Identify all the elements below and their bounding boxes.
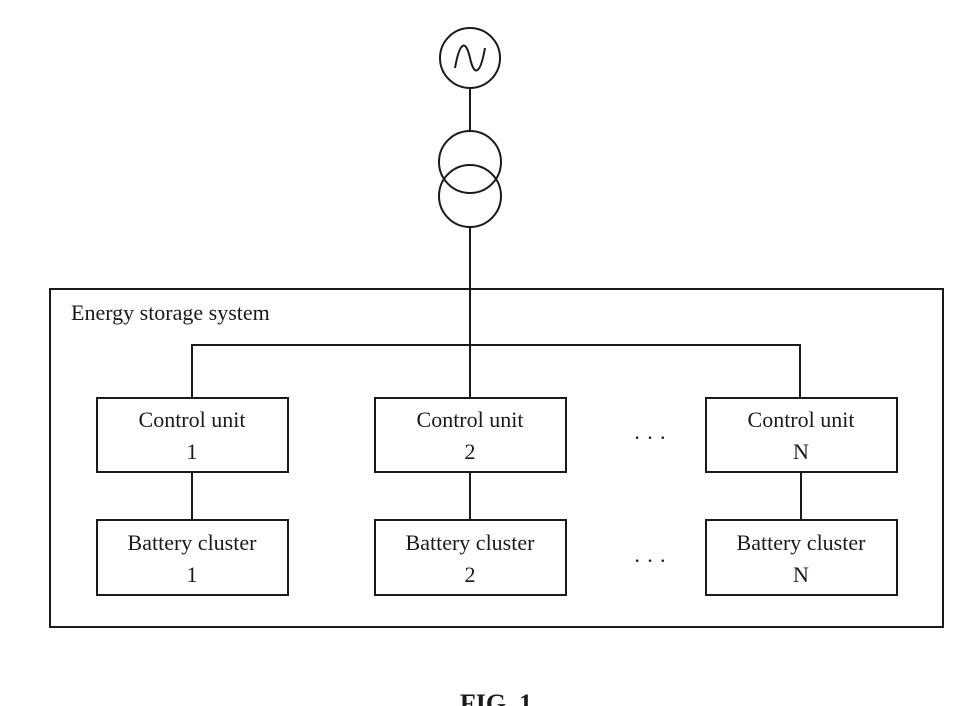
control-unit-n-index: N: [793, 439, 809, 464]
battery-cluster-2: Battery cluster 2: [375, 520, 566, 595]
control-unit-1: Control unit 1: [97, 398, 288, 472]
bus-line: [192, 345, 800, 398]
battery-cluster-n-index: N: [793, 562, 809, 587]
control-unit-1-index: 1: [187, 439, 198, 464]
energy-storage-system-box: [50, 289, 943, 627]
control-unit-2-title: Control unit: [417, 407, 524, 432]
battery-cluster-2-index: 2: [465, 562, 476, 587]
control-unit-1-title: Control unit: [139, 407, 246, 432]
transformer-icon: [439, 131, 501, 227]
ac-source-icon: [440, 28, 500, 88]
battery-cluster-1-title: Battery cluster: [128, 530, 258, 555]
battery-cluster-2-title: Battery cluster: [406, 530, 536, 555]
control-unit-2: Control unit 2: [375, 398, 566, 472]
figure-caption: FIG. 1: [460, 689, 532, 706]
control-unit-2-index: 2: [465, 439, 476, 464]
battery-cluster-ellipsis: · · ·: [634, 548, 667, 573]
battery-cluster-n-title: Battery cluster: [737, 530, 867, 555]
battery-cluster-n: Battery cluster N: [706, 520, 897, 595]
battery-cluster-1-index: 1: [187, 562, 198, 587]
battery-cluster-1: Battery cluster 1: [97, 520, 288, 595]
system-label: Energy storage system: [71, 300, 270, 325]
control-unit-ellipsis: · · ·: [634, 425, 667, 450]
control-unit-n: Control unit N: [706, 398, 897, 472]
control-unit-n-title: Control unit: [748, 407, 855, 432]
